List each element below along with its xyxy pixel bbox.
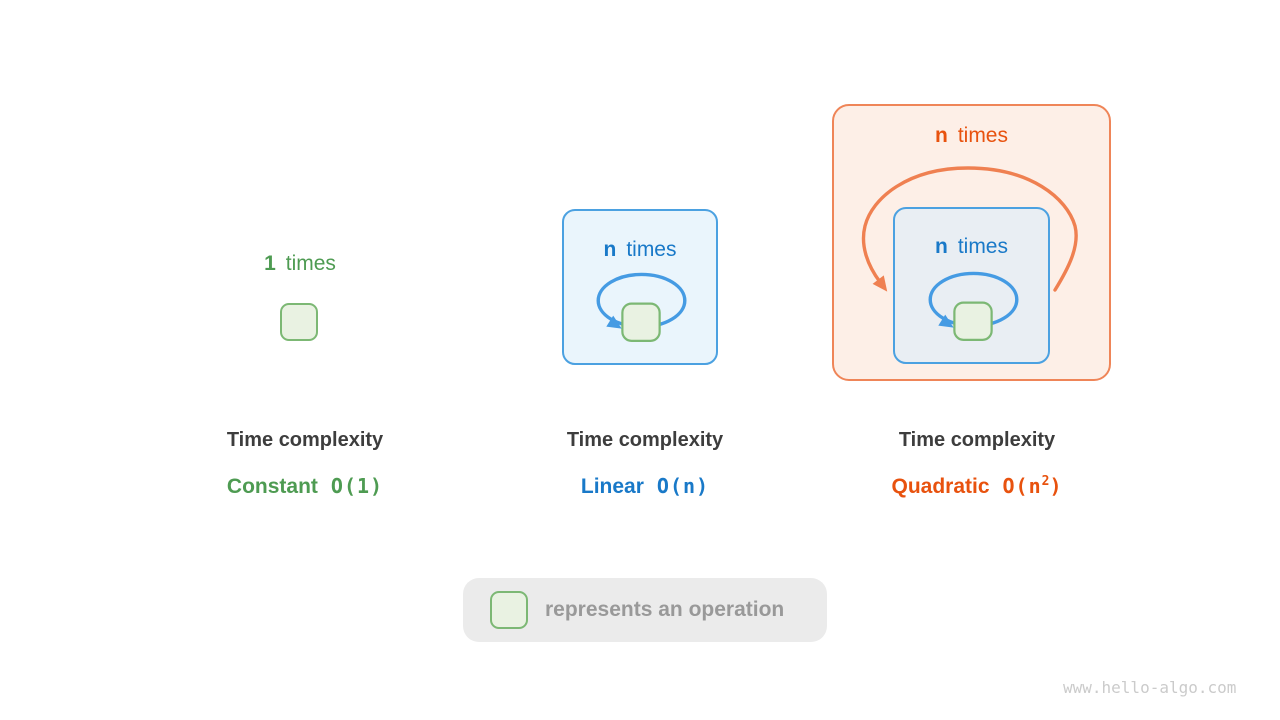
complexity-name: Linear — [580, 475, 644, 498]
loop-word: times — [957, 124, 1008, 147]
panel-title: Time complexity — [566, 429, 724, 451]
loop-arrow-icon — [596, 272, 687, 342]
operation-square — [621, 302, 661, 342]
complexity-label: Quadratic O(n2) — [817, 474, 1137, 499]
legend-pill: represents an operation — [463, 578, 827, 642]
complexity-code: O(n) — [656, 474, 710, 498]
arrowhead — [606, 315, 622, 329]
operation-square — [280, 303, 318, 341]
complexity-code: O(1) — [330, 474, 384, 498]
legend-text: represents an operation — [545, 598, 785, 621]
complexity-name: Constant — [226, 475, 318, 498]
complexity-code: O(n2) — [1002, 474, 1063, 498]
loop-count: 1 — [264, 252, 276, 275]
loop-word: times — [285, 252, 336, 275]
loop-word: times — [626, 238, 677, 261]
loop-count: n — [603, 238, 617, 261]
exponent: 2 — [1041, 474, 1050, 490]
complexity-name: Quadratic — [891, 475, 990, 498]
arrowhead — [938, 314, 954, 328]
loop-count: n — [934, 235, 948, 258]
arrowhead — [872, 275, 888, 292]
operation-square — [953, 301, 993, 341]
complexity-label: Constant O(1) — [145, 474, 465, 499]
panel-title: Time complexity — [898, 429, 1056, 451]
complexity-label: Linear O(n) — [485, 474, 805, 499]
loop-word: times — [957, 235, 1008, 258]
watermark: www.hello-algo.com — [1063, 678, 1237, 697]
loop-count: n — [934, 124, 948, 147]
panel-title: Time complexity — [226, 429, 384, 451]
loop-arrow-icon — [928, 271, 1019, 341]
constant-loop-label: 1 times — [140, 252, 460, 276]
legend-operation-square — [490, 591, 528, 629]
